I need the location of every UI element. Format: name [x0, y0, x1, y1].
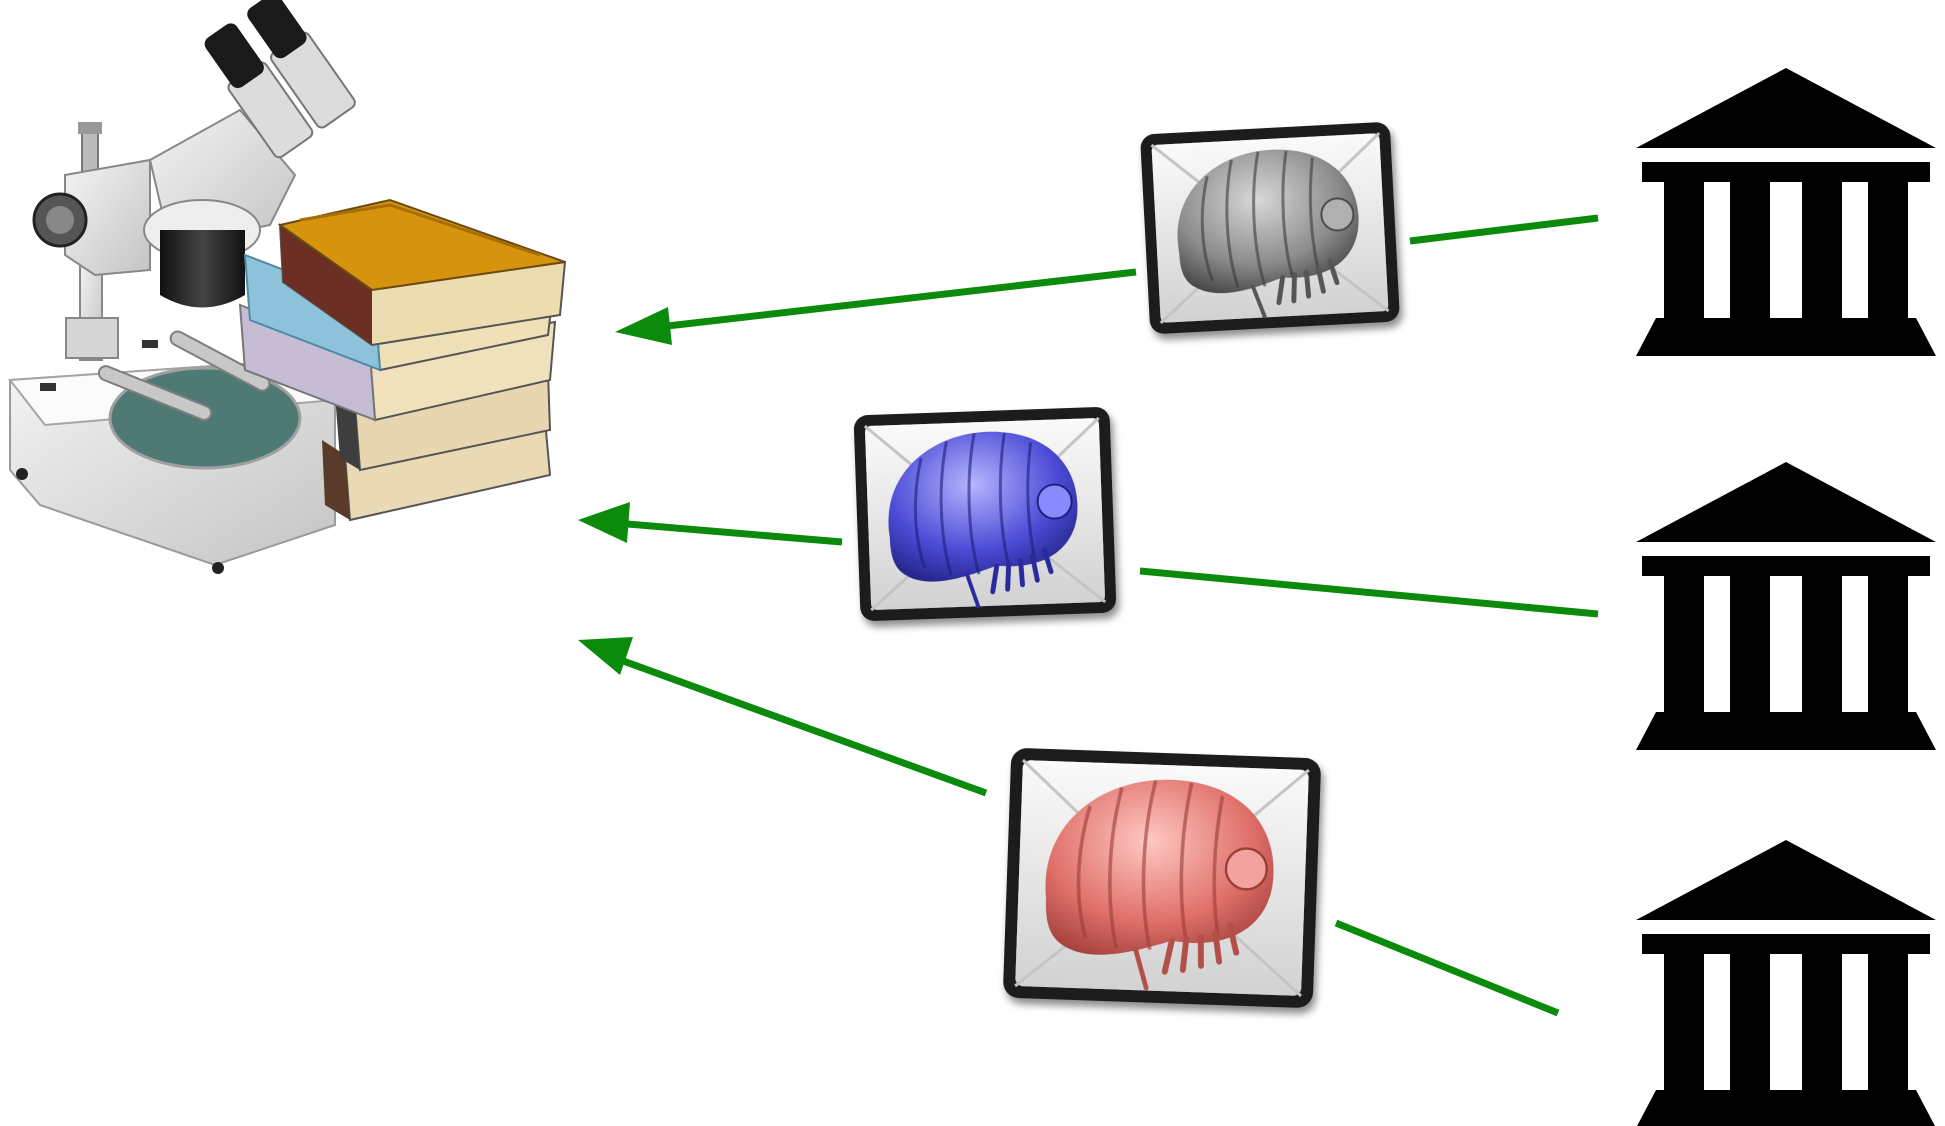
arrow-3: [578, 637, 1560, 1017]
microscope-icon: [8, 0, 356, 574]
arrow-3-tail: [1334, 919, 1560, 1017]
arrow-3-shaft: [613, 654, 988, 797]
envelope-icon: [1140, 122, 1400, 334]
arrow-1-head: [615, 307, 672, 345]
envelope-icon: [1003, 748, 1321, 1008]
arrow-2: [578, 502, 1599, 618]
isopod-icon: [1177, 149, 1359, 319]
arrow-3-head: [578, 637, 633, 675]
museum-icon: [1636, 68, 1936, 356]
isopod-icon: [888, 431, 1078, 609]
arrow-1-shaft: [649, 268, 1137, 332]
loan-arrows: [578, 214, 1599, 1017]
arrow-1: [615, 214, 1599, 345]
isopod-icon: [1045, 779, 1274, 991]
arrow-2-head: [578, 502, 630, 543]
arrow-1-tail: [1409, 214, 1599, 245]
museum-icon: [1636, 840, 1936, 1126]
arrow-2-tail: [1139, 567, 1599, 618]
arrow-2-shaft: [614, 519, 843, 546]
museum-icon: [1636, 462, 1936, 750]
envelope-icon: [853, 407, 1117, 621]
institutions: [1636, 68, 1936, 1126]
book-stack-icon: [238, 198, 567, 522]
